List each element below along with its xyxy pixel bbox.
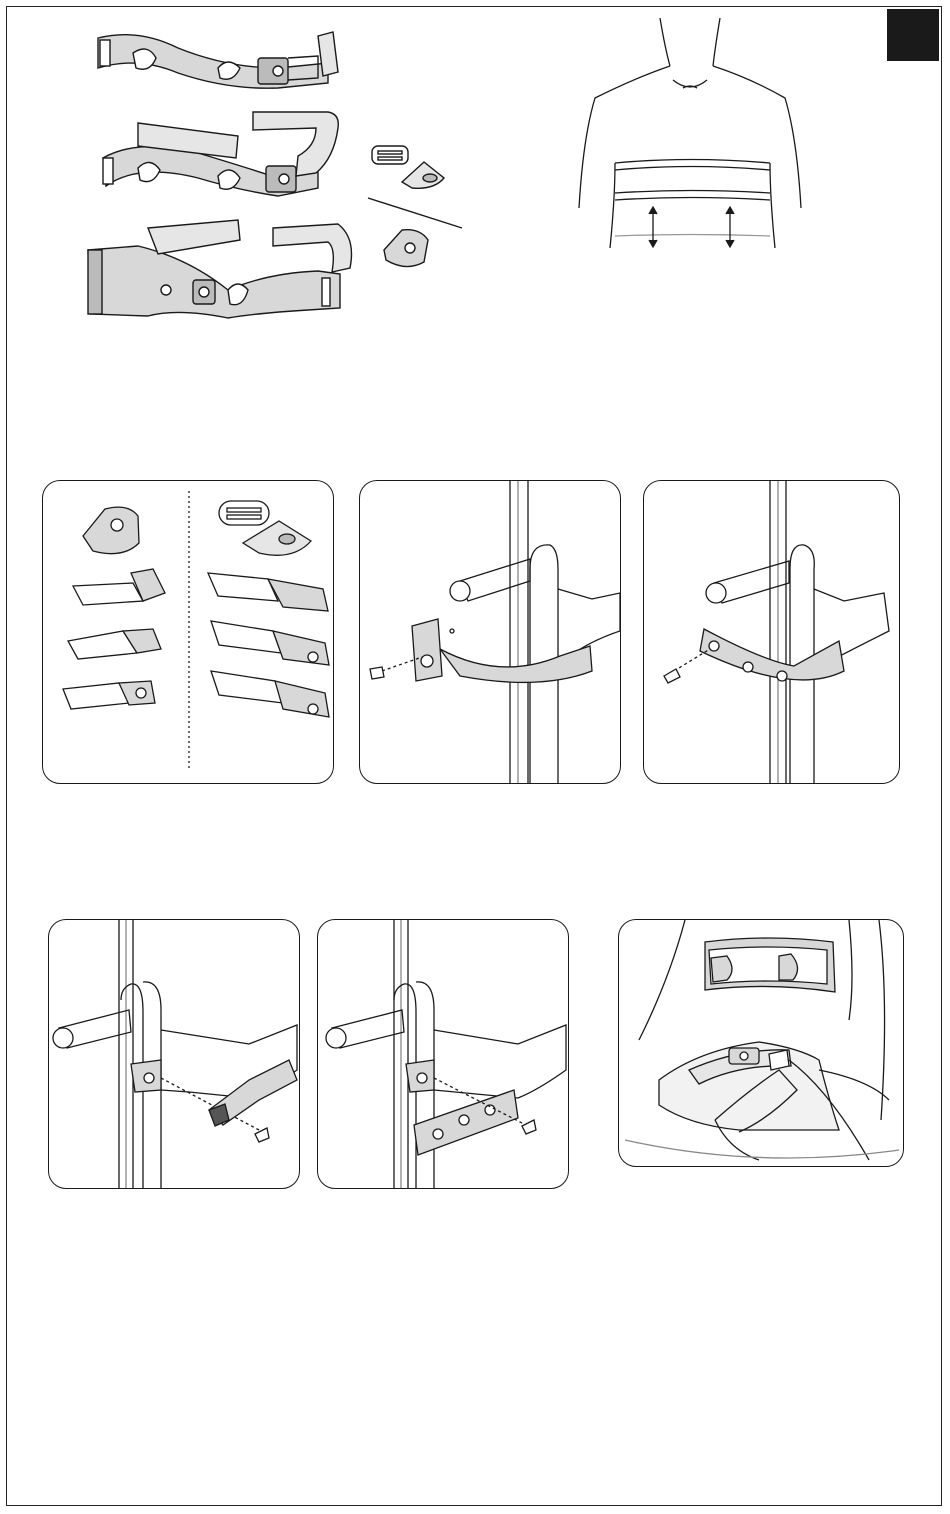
section-tab — [887, 9, 939, 61]
frame-clip-bracket-illustration — [48, 919, 300, 1189]
frame-clip-mount-illustration — [359, 480, 621, 784]
belt-variants-illustration — [78, 28, 358, 328]
frame-plate-mount-illustration — [643, 480, 900, 784]
frame-bracket-plate-illustration — [317, 919, 569, 1189]
seated-user-illustration — [618, 919, 904, 1167]
strap-assembly-illustration — [42, 480, 334, 784]
buckle-parts-illustration — [362, 130, 472, 280]
torso-fit-illustration — [575, 18, 815, 273]
